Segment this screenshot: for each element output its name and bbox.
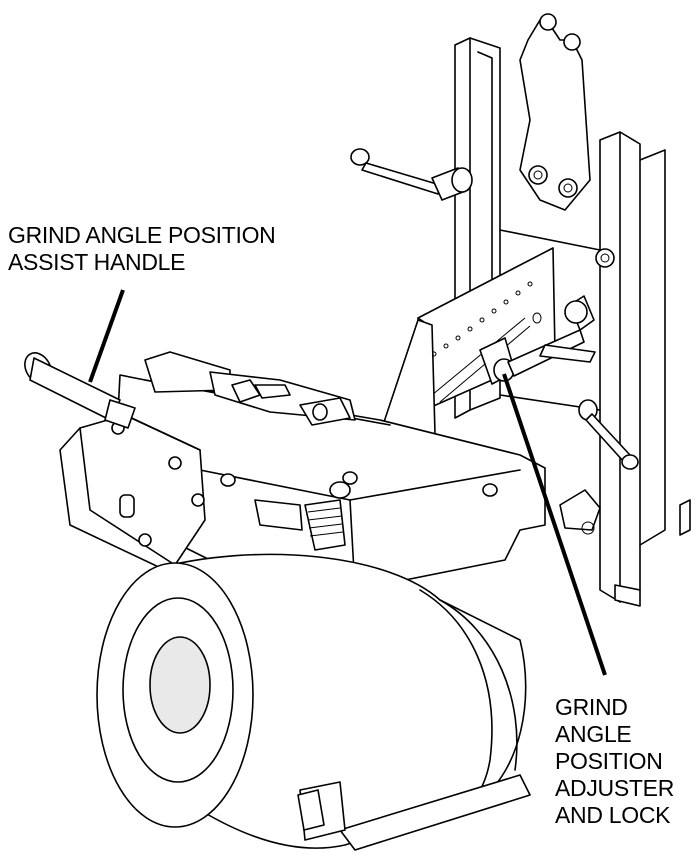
upper-lock-handle [350, 148, 473, 201]
adjuster-lock-callout-line-2: ANGLE [555, 721, 632, 747]
assist-handle-leader [88, 289, 125, 383]
motor-bracket [59, 414, 206, 571]
top-linkage-arm [519, 13, 591, 211]
assist-handle-callout: GRIND ANGLE POSITION ASSIST HANDLE [8, 222, 276, 276]
adjuster-lock-callout-line-3: POSITION [555, 748, 663, 774]
base-plate [297, 774, 531, 851]
adjuster-lock-callout: GRIND ANGLE POSITION ADJUSTER AND LOCK [555, 694, 674, 829]
adjuster-lock-callout-line-1: GRIND [555, 694, 628, 720]
assist-handle-callout-line-2: ASSIST HANDLE [8, 249, 186, 275]
top-bracket [144, 351, 356, 426]
assist-handle [24, 352, 136, 429]
adjuster-lock-callout-line-5: AND LOCK [555, 802, 671, 828]
carriage-body [114, 374, 546, 591]
angle-scale-plate [417, 247, 556, 417]
adjuster-lock-callout-line-4: ADJUSTER [555, 775, 675, 801]
pivot-spring [254, 499, 346, 551]
adjuster-lock-leader [502, 373, 607, 676]
grinding-wheel-motor [96, 553, 527, 849]
adjuster-lock-lever [479, 300, 596, 385]
assist-handle-callout-line-1: GRIND ANGLE POSITION [8, 222, 276, 248]
